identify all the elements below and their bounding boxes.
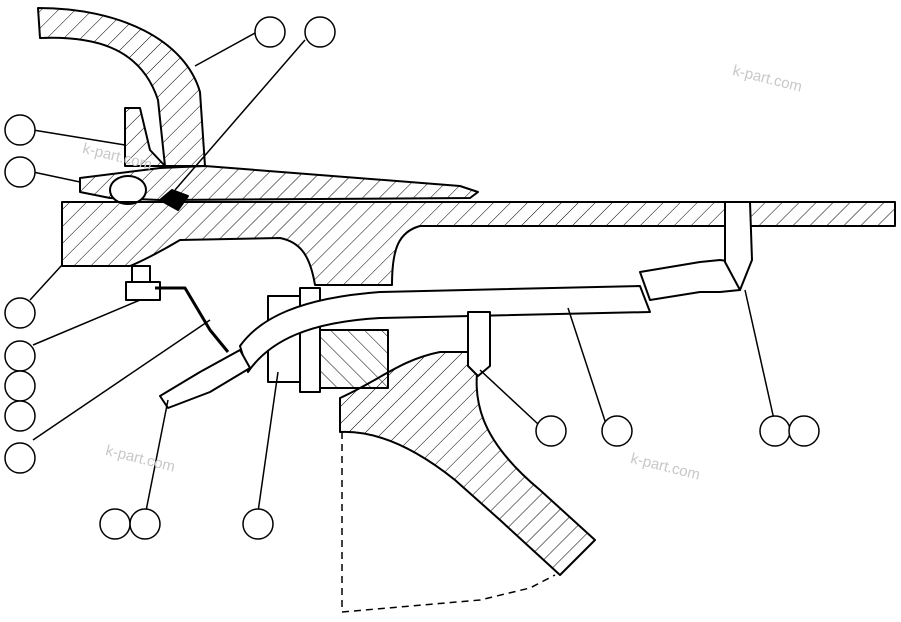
- round-pin: [109, 175, 147, 205]
- callout-circle: [4, 340, 36, 372]
- elbow-fitting: [724, 201, 753, 291]
- callout-circle: [601, 415, 633, 447]
- callout-circle: [254, 16, 286, 48]
- bracket: [155, 286, 230, 353]
- callout-circle: [304, 16, 336, 48]
- callout-circle: [4, 442, 36, 474]
- hose-outer: [239, 285, 651, 373]
- callout-circle: [129, 508, 161, 540]
- callout-circle: [4, 114, 36, 146]
- base-plate: [61, 201, 896, 286]
- leader-lines: [29, 32, 776, 517]
- callout-circle: [4, 297, 36, 329]
- callout-circle: [759, 415, 791, 447]
- callout-circle: [788, 415, 820, 447]
- callout-circle: [535, 415, 567, 447]
- callout-circle: [99, 508, 131, 540]
- callout-circle: [4, 156, 36, 188]
- hook-lever: [37, 7, 206, 167]
- callout-circle: [4, 370, 36, 402]
- small-nut: [125, 281, 161, 301]
- hidden-outline: [341, 432, 556, 613]
- small-bolt: [131, 265, 151, 283]
- callout-circles: [4, 16, 820, 540]
- hose-fitting-right: [639, 259, 741, 301]
- sensor-body: [159, 349, 251, 409]
- wedge-bar: [79, 165, 479, 201]
- hook-foot: [124, 107, 166, 167]
- callout-circle: [4, 400, 36, 432]
- callout-circle: [242, 508, 274, 540]
- spacer-tube: [467, 311, 491, 377]
- lower-leg: [339, 351, 596, 576]
